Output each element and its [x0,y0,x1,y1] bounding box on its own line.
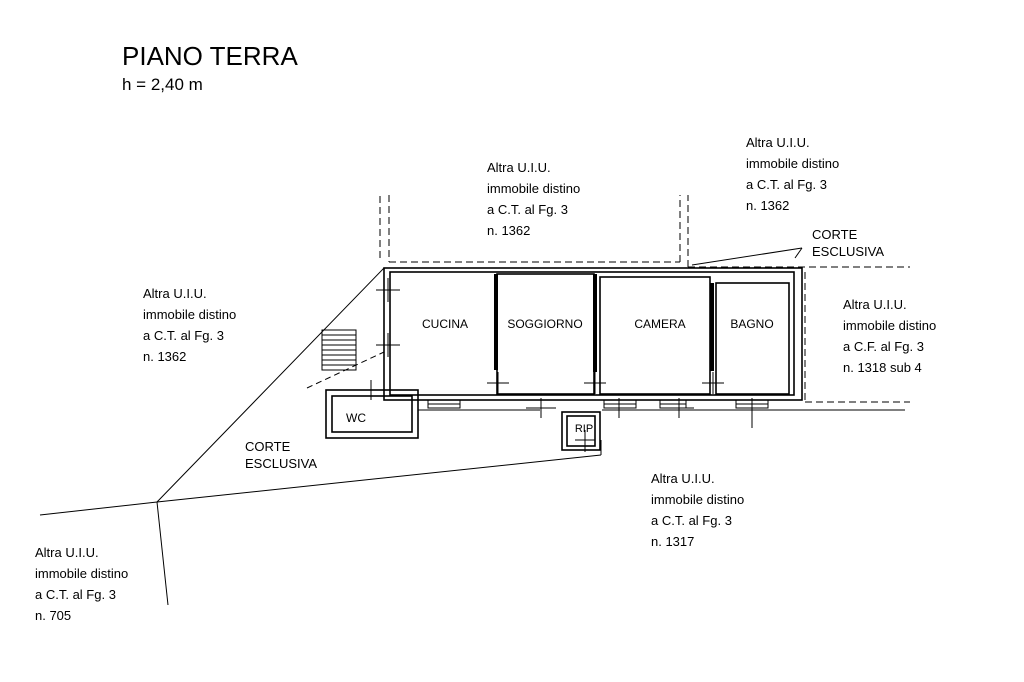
neighbour-label-line: immobile distino [35,566,128,581]
right-courtyard-lines [691,247,803,266]
right-courtyard-label-line2: ESCLUSIVA [812,244,884,259]
partition-wall-thick [494,274,714,372]
neighbour-label-line: Altra U.I.U. [35,545,99,560]
neighbour-label-line: Altra U.I.U. [143,286,207,301]
neighbour-label-top-center: Altra U.I.U. immobile distino a C.T. al … [487,160,580,238]
neighbour-label-line: n. 1318 sub 4 [843,360,922,375]
room-label-wc: WC [346,411,366,425]
neighbour-label-line: Altra U.I.U. [746,135,810,150]
room-label-bagno: BAGNO [730,317,773,331]
neighbour-boundaries [379,195,910,403]
neighbour-label-line: n. 1317 [651,534,694,549]
neighbour-label-top-right: Altra U.I.U. immobile distino a C.T. al … [746,135,839,213]
room-label-soggiorno: SOGGIORNO [507,317,582,331]
wc-room [325,389,419,439]
neighbour-label-line: n. 1362 [143,349,186,364]
neighbour-label-line: immobile distino [143,307,236,322]
neighbour-label-line: Altra U.I.U. [487,160,551,175]
neighbour-label-bottom-left: Altra U.I.U. immobile distino a C.T. al … [35,545,128,623]
room-label-cucina: CUCINA [422,317,468,331]
neighbour-label-line: a C.F. al Fg. 3 [843,339,924,354]
room-label-camera: CAMERA [634,317,685,331]
neighbour-label-line: a C.T. al Fg. 3 [35,587,116,602]
plan-title: PIANO TERRA [122,41,298,71]
room-label-rip: RIP [575,423,593,435]
neighbour-label-line: n. 1362 [746,198,789,213]
neighbour-label-line: Altra U.I.U. [651,471,715,486]
neighbour-label-right: Altra U.I.U. immobile distino a C.F. al … [843,297,936,375]
neighbour-label-line: a C.T. al Fg. 3 [487,202,568,217]
neighbour-label-line: n. 705 [35,608,71,623]
right-courtyard-label-line1: CORTE [812,227,858,242]
neighbour-label-line: a C.T. al Fg. 3 [746,177,827,192]
left-courtyard-label-line2: ESCLUSIVA [245,456,317,471]
neighbour-label-line: immobile distino [651,492,744,507]
height-note: h = 2,40 m [122,75,203,94]
rip-closet [561,411,601,452]
left-courtyard-outline [39,267,905,606]
neighbour-label-bottom-center: Altra U.I.U. immobile distino a C.T. al … [651,471,744,549]
neighbour-label-line: a C.T. al Fg. 3 [143,328,224,343]
left-courtyard-label-line1: CORTE [245,439,291,454]
neighbour-label-line: immobile distino [746,156,839,171]
neighbour-label-line: Altra U.I.U. [843,297,907,312]
staircase [306,329,385,389]
neighbour-label-line: n. 1362 [487,223,530,238]
window-symbols [427,399,769,409]
neighbour-label-line: immobile distino [843,318,936,333]
neighbour-label-line: a C.T. al Fg. 3 [651,513,732,528]
neighbour-label-line: immobile distino [487,181,580,196]
neighbour-label-left: Altra U.I.U. immobile distino a C.T. al … [143,286,236,364]
door-marks [361,278,767,428]
